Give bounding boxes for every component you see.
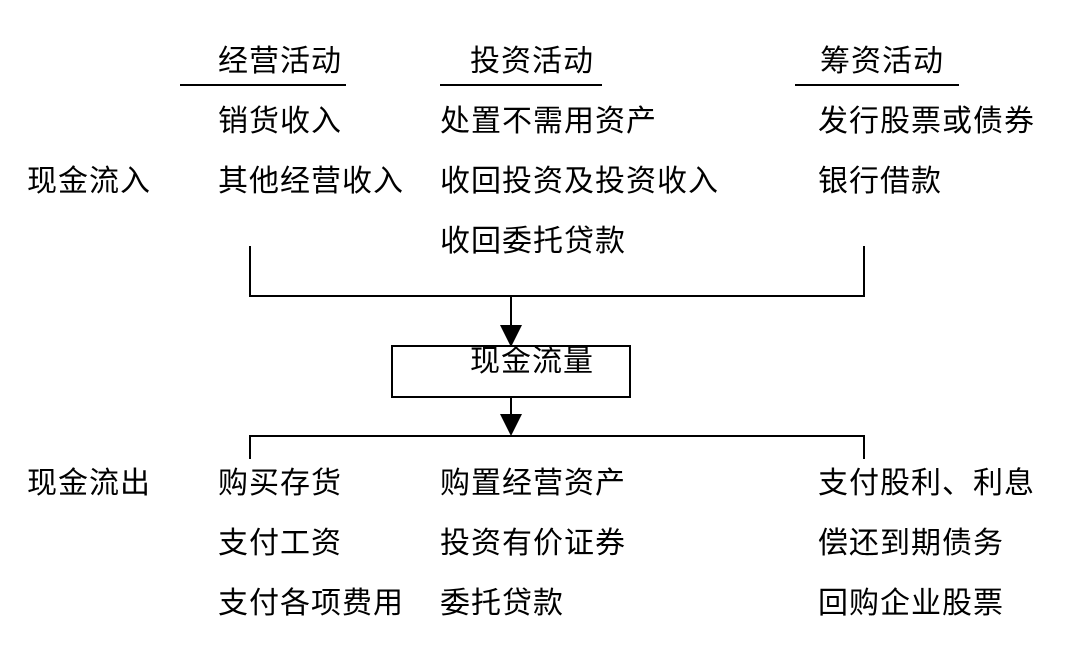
- outflow-split-line: [249, 435, 865, 437]
- outflow-operating-item: 支付工资: [218, 526, 342, 561]
- inflow-financing-item: 发行股票或债券: [818, 104, 1035, 139]
- header-operating-underline: [180, 84, 346, 86]
- inflow-label: 现金流入: [27, 164, 151, 199]
- outflow-operating-item: 支付各项费用: [218, 586, 404, 621]
- header-investing-underline: [440, 84, 602, 86]
- down-arrow-icon: [500, 414, 522, 436]
- inflow-left-connector: [249, 246, 251, 297]
- outflow-arrow-shaft: [510, 398, 512, 416]
- outflow-right-connector: [863, 435, 865, 459]
- header-financing: 筹资活动: [820, 44, 944, 79]
- outflow-investing-item: 购置经营资产: [440, 466, 626, 501]
- inflow-operating-item: 销货收入: [218, 104, 342, 139]
- outflow-operating-item: 购买存货: [218, 466, 342, 501]
- inflow-investing-item: 处置不需用资产: [440, 104, 657, 139]
- inflow-right-connector: [863, 246, 865, 297]
- outflow-financing-item: 支付股利、利息: [818, 466, 1035, 501]
- outflow-investing-item: 投资有价证券: [440, 526, 626, 561]
- inflow-merge-line: [249, 295, 865, 297]
- header-operating: 经营活动: [218, 44, 342, 79]
- inflow-operating-item: 其他经营收入: [218, 164, 404, 199]
- outflow-financing-item: 偿还到期债务: [818, 526, 1004, 561]
- header-investing: 投资活动: [470, 44, 594, 79]
- inflow-financing-item: 银行借款: [818, 164, 942, 199]
- outflow-label: 现金流出: [27, 466, 151, 501]
- cash-flow-box: [391, 345, 631, 398]
- outflow-investing-item: 委托贷款: [440, 586, 564, 621]
- inflow-investing-item: 收回投资及投资收入: [440, 164, 719, 199]
- header-financing-underline: [795, 84, 959, 86]
- outflow-financing-item: 回购企业股票: [818, 586, 1004, 621]
- inflow-investing-item: 收回委托贷款: [440, 224, 626, 259]
- outflow-left-connector: [249, 435, 251, 459]
- down-arrow-icon: [500, 325, 522, 347]
- inflow-arrow-shaft: [510, 295, 512, 325]
- cash-flow-label: 现金流量: [470, 344, 594, 379]
